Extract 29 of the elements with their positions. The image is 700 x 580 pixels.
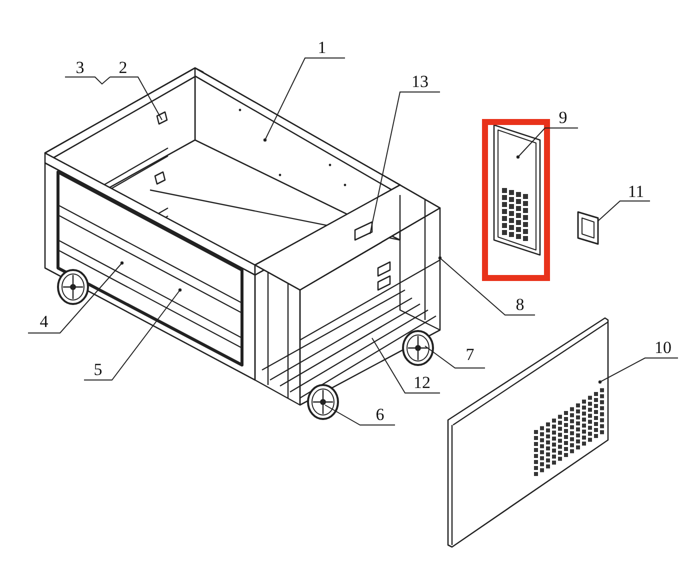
leader-line [370,92,440,234]
leader-line [28,261,124,334]
leader-line [372,338,440,394]
callout-number: 6 [368,406,392,424]
vent-panel-drawing [493,124,541,256]
leader-line [64,76,110,85]
callout-number: 11 [624,183,648,201]
callout-number: 2 [111,59,135,77]
callout-number: 3 [68,59,92,77]
leader-line [516,128,578,159]
side-panel-drawing [447,317,609,548]
callout-number: 8 [508,296,532,314]
leader-line [84,288,182,380]
leader-line [263,58,346,142]
callout-number: 9 [551,109,575,127]
callout-number: 7 [458,346,482,364]
leader-line [424,346,486,368]
leader-line [598,200,650,222]
callout-number: 10 [651,339,675,357]
leader-line [110,76,162,120]
leader-line [324,404,396,426]
leader-line [598,358,678,384]
callout-number: 1 [310,39,334,57]
callout-number: 13 [408,73,432,91]
callout-number: 12 [410,374,434,392]
callout-number: 4 [32,313,56,331]
leader-line [438,256,536,316]
callout-number: 5 [86,361,110,379]
square-frame-drawing [577,211,599,245]
